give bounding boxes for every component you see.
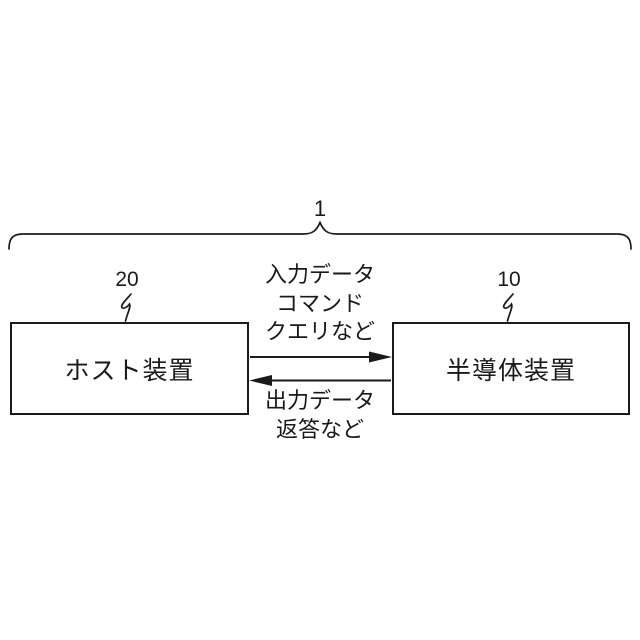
semiconductor-device-box: 半導体装置 — [392, 322, 630, 415]
output-arrow-label-line1: 出力データ — [264, 388, 375, 413]
input-arrow-label-line2: コマンド — [275, 290, 364, 316]
output-arrow-labels: 出力データ 返答など — [240, 387, 400, 444]
input-arrow-labels: 入力データ コマンド クエリなど — [240, 261, 400, 347]
host-device-box: ホスト装置 — [10, 322, 249, 415]
output-arrowhead — [249, 375, 272, 386]
ref-10-leader-squiggle — [502, 293, 514, 322]
output-arrow-label-line2: 返答など — [275, 416, 364, 442]
host-device-label: ホスト装置 — [64, 356, 195, 385]
input-arrow — [250, 351, 392, 363]
system-ref-label: 1 — [313, 196, 327, 221]
input-arrow-label-line1: 入力データ — [264, 262, 375, 287]
system-brace — [8, 220, 632, 250]
input-arrow-label-line3: クエリなど — [264, 319, 375, 344]
input-arrowhead — [369, 351, 392, 363]
semiconductor-ref-label: 10 — [497, 268, 521, 291]
semiconductor-device-label: 半導体装置 — [445, 356, 576, 385]
host-ref-label: 20 — [115, 268, 139, 291]
output-arrow — [249, 375, 391, 386]
ref-20-leader-squiggle — [120, 293, 132, 322]
